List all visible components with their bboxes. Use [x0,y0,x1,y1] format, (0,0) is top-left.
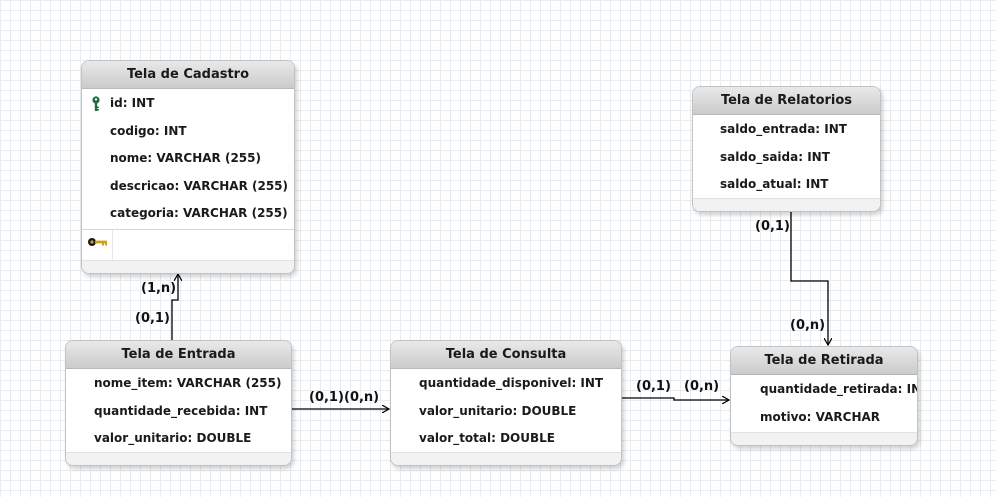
attribute-label: valor_unitario: DOUBLE [419,403,577,418]
attribute-label: quantidade_disponivel: INT [419,376,604,390]
attribute-row-pk[interactable]: id: INT [82,90,294,118]
entity-footer [391,452,621,465]
attribute-row[interactable]: quantidade_recebida: INT [66,398,291,426]
entity-footer [731,432,917,445]
attribute-label: valor_total: DOUBLE [419,431,555,445]
attribute-row[interactable]: motivo: VARCHAR [731,404,917,432]
attribute-row[interactable]: valor_unitario: DOUBLE [66,425,291,453]
attribute-label: saldo_atual: INT [720,177,829,191]
attribute-row[interactable]: categoria: VARCHAR (255) [82,200,294,228]
attribute-row[interactable]: saldo_saida: INT [693,144,880,172]
attribute-label: saldo_saida: INT [720,149,830,164]
key-icon [88,238,107,246]
attribute-list: id: INT codigo: INT nome: VARCHAR (255) … [82,89,294,228]
attribute-label: categoria: VARCHAR (255) [110,206,288,220]
cardinality-label: (0,n) [344,390,380,405]
connector-relatorios-retirada[interactable] [790,211,828,345]
entity-title: Tela de Entrada [66,341,291,369]
entity-tela-de-relatorios[interactable]: Tela de Relatorios saldo_entrada: INT sa… [692,86,881,212]
attribute-label: motivo: VARCHAR [760,409,881,424]
attribute-list: quantidade_retirada: INT motivo: VARCHAR [731,375,917,431]
attribute-label: codigo: INT [110,123,187,138]
connector-entrada-cadastro[interactable] [171,274,178,340]
attribute-row[interactable]: nome_item: VARCHAR (255) [66,370,291,398]
cardinality-label: (0,n) [790,318,826,333]
attribute-label: id: INT [110,96,155,110]
attribute-label: nome_item: VARCHAR (255) [94,376,282,390]
attribute-label: descricao: VARCHAR (255) [110,178,289,193]
attribute-label: valor_unitario: DOUBLE [94,431,252,445]
entity-title: Tela de Retirada [731,347,917,375]
entity-tela-de-entrada[interactable]: Tela de Entrada nome_item: VARCHAR (255)… [65,340,292,466]
attribute-row[interactable]: saldo_atual: INT [693,171,880,199]
attribute-row[interactable]: valor_unitario: DOUBLE [391,398,621,426]
cardinality-label: (1,n) [141,281,177,296]
cardinality-label: (0,1) [755,219,790,234]
attribute-label: quantidade_retirada: INT [760,382,918,396]
entity-title: Tela de Cadastro [82,61,294,89]
cardinality-label: (0,1) [636,379,671,394]
entity-footer [693,198,880,211]
attribute-row[interactable]: descricao: VARCHAR (255) [82,173,294,201]
cardinality-label: (0,1) [135,311,170,326]
entity-footer [82,260,294,273]
attribute-row[interactable]: valor_total: DOUBLE [391,425,621,453]
entity-title: Tela de Consulta [391,341,621,369]
attribute-label: nome: VARCHAR (255) [110,151,261,165]
entity-footer [66,452,291,465]
primary-key-icon [92,96,100,111]
entity-tela-de-retirada[interactable]: Tela de Retirada quantidade_retirada: IN… [730,346,918,446]
cardinality-label: (0,n) [684,379,720,394]
connector-consulta-retirada[interactable] [621,398,729,400]
attribute-label: saldo_entrada: INT [720,122,847,136]
cardinality-label: (0,1) [309,390,344,405]
attribute-row[interactable]: quantidade_retirada: INT [731,376,917,404]
attribute-row[interactable]: saldo_entrada: INT [693,116,880,144]
attribute-list: saldo_entrada: INT saldo_saida: INT sald… [693,115,880,199]
attribute-list: nome_item: VARCHAR (255) quantidade_rece… [66,369,291,453]
attribute-label: quantidade_recebida: INT [94,403,268,418]
method-section [82,229,294,260]
entity-title: Tela de Relatorios [693,87,880,115]
entity-tela-de-consulta[interactable]: Tela de Consulta quantidade_disponivel: … [390,340,622,466]
entity-tela-de-cadastro[interactable]: Tela de Cadastro id: INT codigo: INT nom… [81,60,295,274]
attribute-row[interactable]: codigo: INT [82,118,294,146]
attribute-row[interactable]: quantidade_disponivel: INT [391,370,621,398]
attribute-row[interactable]: nome: VARCHAR (255) [82,145,294,173]
attribute-list: quantidade_disponivel: INT valor_unitari… [391,369,621,453]
